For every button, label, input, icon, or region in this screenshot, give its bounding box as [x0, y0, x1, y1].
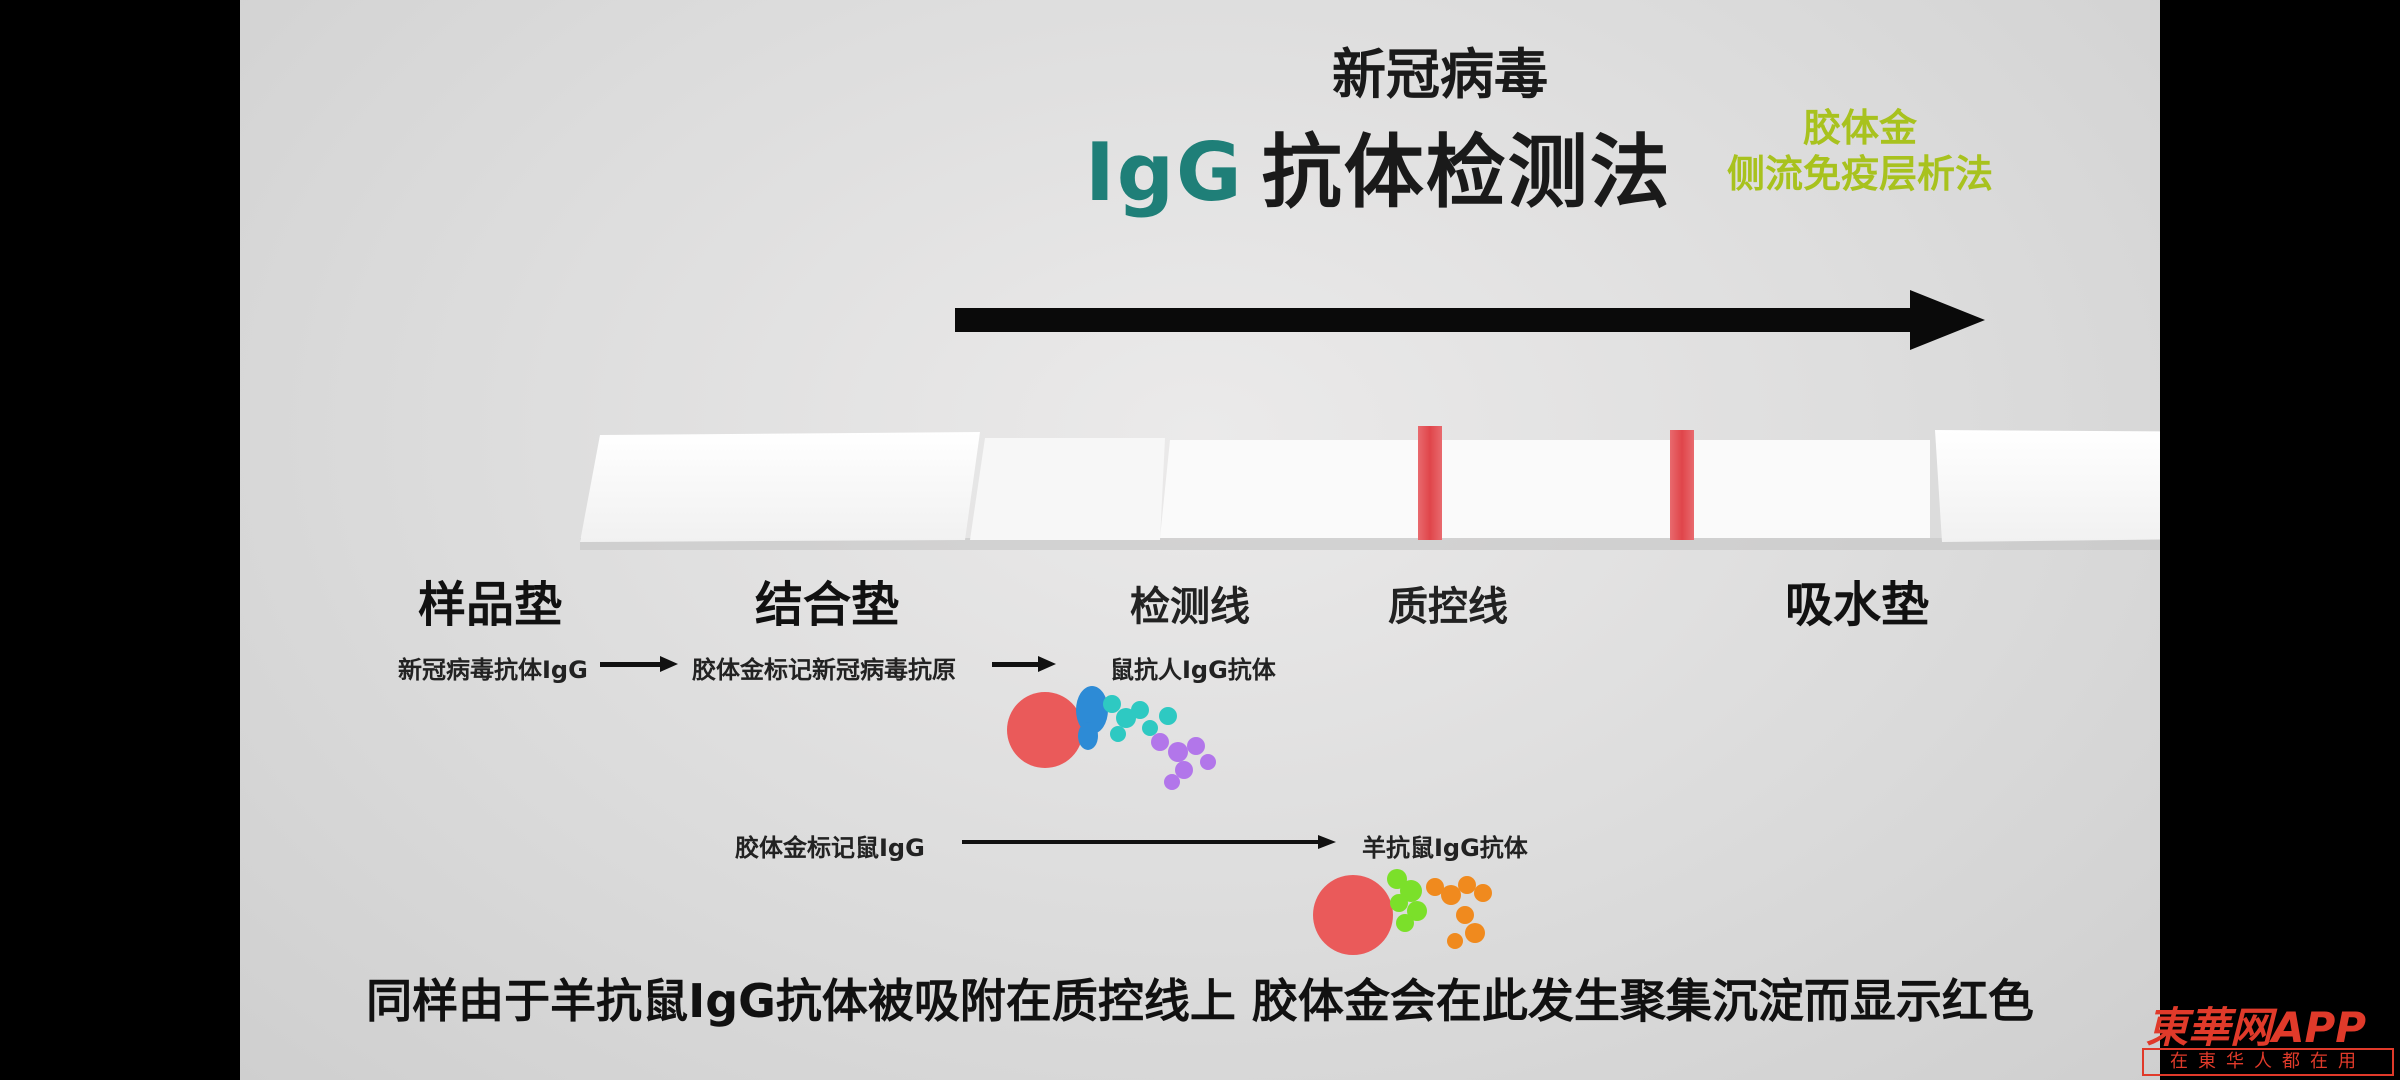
conjugate-pad [970, 438, 1165, 540]
flow-control-step2: 羊抗鼠IgG抗体 [1362, 834, 1528, 862]
arrow-right-icon [600, 656, 678, 672]
method-note-line1: 胶体金 [1802, 106, 1917, 150]
control-line-mark [1670, 430, 1694, 540]
sample-pad [580, 432, 980, 542]
watermark-slogan: 在東华人都在用 [2142, 1048, 2394, 1076]
flow-test-step1: 新冠病毒抗体IgG [398, 656, 588, 684]
membrane [1160, 440, 1930, 538]
flow-test-step2: 胶体金标记新冠病毒抗原 [692, 656, 956, 684]
flow-control-step1: 胶体金标记鼠IgG [735, 834, 925, 862]
sample-pad-label: 样品垫 [418, 577, 563, 633]
test-line-label: 检测线 [1130, 584, 1250, 630]
flow-direction-arrow-icon [955, 290, 1985, 350]
gold-antigen-antibody-complex-icon [1007, 686, 1216, 790]
absorbent-pad-label: 吸水垫 [1785, 577, 1930, 633]
test-strip [580, 426, 2160, 550]
test-line-mark [1418, 426, 1442, 540]
title-line2: 抗体检测法 [1261, 126, 1672, 219]
method-note-line2: 侧流免疫层析法 [1726, 152, 1993, 196]
absorbent-pad [1935, 430, 2160, 542]
title-igg: IgG [1085, 126, 1244, 219]
gold-mouse-igg-goat-antibody-complex-icon [1313, 869, 1492, 955]
method-note: 胶体金 侧流免疫层析法 [1710, 105, 2010, 197]
subtitle-caption: 同样由于羊抗鼠IgG抗体被吸附在质控线上 胶体金会在此发生聚集沉淀而显示红色 [366, 974, 2034, 1028]
title-line1: 新冠病毒 [1332, 43, 1548, 106]
conjugate-pad-label: 结合垫 [755, 577, 900, 633]
arrow-right-icon [962, 835, 1336, 849]
flow-test-step3: 鼠抗人IgG抗体 [1110, 656, 1276, 684]
watermark-logo: 東華网APP [2146, 1003, 2367, 1052]
control-line-label: 质控线 [1388, 584, 1508, 630]
arrow-right-icon [992, 656, 1056, 672]
